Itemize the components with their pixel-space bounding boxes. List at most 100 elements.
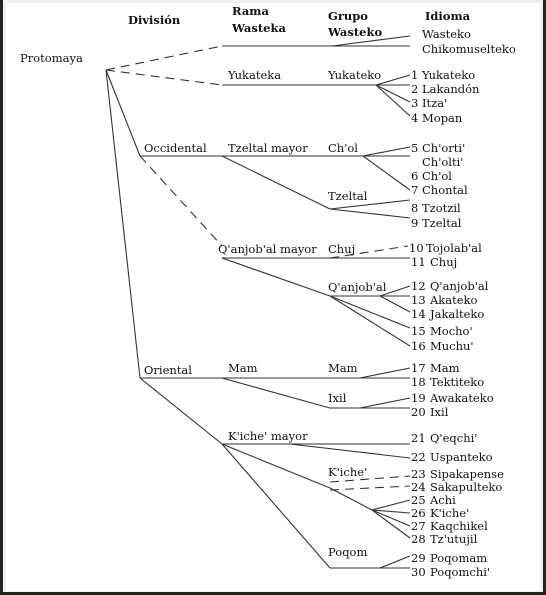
- language-number: 30: [411, 565, 426, 579]
- edge-lang-24: [329, 485, 411, 491]
- edge-lang-29: [379, 555, 411, 569]
- language-name: Tektiteko: [430, 375, 484, 389]
- rama-tzeltal-mayor: Tzeltal mayor: [228, 141, 308, 155]
- edge-root-occidental: [105, 69, 141, 157]
- grupo-ixil: Ixil: [328, 391, 347, 405]
- edge-lang-26: [371, 509, 411, 514]
- grupo-kiche: K'iche': [328, 465, 367, 479]
- edge-tzeltal-mayor-tzeltal: [221, 155, 331, 210]
- rama-kiche-mayor: K'iche' mayor: [228, 429, 308, 443]
- grupo-qanjobal: Q'anjob'al: [328, 280, 387, 294]
- edge-lang-4: [375, 84, 411, 117]
- grupo-poqom: Poqom: [328, 545, 367, 559]
- language-number: 2: [411, 82, 418, 96]
- language-number: 29: [411, 551, 426, 565]
- edge-wasteko: [331, 35, 411, 47]
- edge-lang-23: [329, 475, 411, 483]
- language-number: 12: [411, 279, 426, 293]
- edge-oriental-kiche-mayor: [139, 377, 223, 445]
- language-name: Poqomchi': [430, 565, 490, 579]
- header-grupo-line1: Grupo: [328, 9, 368, 23]
- header-idioma: Idioma: [425, 9, 471, 23]
- language-name: Q'anjob'al: [430, 279, 489, 293]
- grupo-tzeltal: Tzeltal: [328, 189, 368, 203]
- language-name: Ch'ol: [422, 169, 452, 183]
- language-name: Itza': [422, 96, 447, 110]
- edge-occidental-qanjobal-mayor: [139, 155, 223, 247]
- language-name: Ch'orti': [422, 141, 465, 155]
- language-number: 7: [411, 183, 418, 197]
- language-name: Uspanteko: [430, 450, 493, 464]
- language-number: 22: [411, 450, 426, 464]
- window-border-right: [543, 0, 546, 595]
- edge-qanjobal-mayor-qanjobal: [221, 257, 331, 297]
- language-number: 1: [411, 68, 418, 82]
- language-name: K'iche': [430, 506, 469, 520]
- grupo-mam: Mam: [328, 361, 358, 375]
- edge-lang-14: [379, 295, 411, 313]
- edge-lang-19: [359, 397, 411, 409]
- language-chikomuselteko: Chikomuselteko: [422, 42, 516, 56]
- language-name: Achi: [429, 493, 456, 507]
- language-name: Sipakapense: [430, 467, 504, 481]
- edge-lang-8: [329, 199, 411, 210]
- edge-kiche-mayor-poqom: [221, 443, 331, 569]
- edge-mam-ixil: [221, 377, 331, 409]
- language-number: 23: [411, 467, 426, 481]
- language-number: 19: [411, 391, 426, 405]
- edge-root-wasteka: [105, 45, 223, 71]
- edge-root-yukateka: [105, 69, 223, 86]
- language-name: Chuj: [430, 255, 457, 269]
- edge-tzeltal-bar: [329, 208, 411, 219]
- window-border-left: [0, 0, 3, 595]
- node-labels: Protomaya Occidental Oriental Yukateka T…: [20, 51, 387, 559]
- language-number: 3: [411, 96, 418, 110]
- language-number: 25: [411, 493, 426, 507]
- language-name: Q'eqchi': [430, 431, 477, 445]
- language-name: Kaqchikel: [430, 519, 488, 533]
- language-name: Tzeltal: [422, 216, 462, 230]
- division-oriental: Oriental: [144, 363, 192, 377]
- rama-yukateka: Yukateka: [227, 68, 281, 82]
- tree-edges: [105, 35, 411, 569]
- language-number: 6: [411, 169, 418, 183]
- language-name: Jakalteko: [429, 307, 484, 321]
- edge-lang-5: [362, 146, 411, 157]
- language-number: 18: [411, 375, 426, 389]
- language-number: 5: [411, 141, 418, 155]
- language-number: 26: [411, 506, 426, 520]
- edge-lang-10: [329, 245, 409, 259]
- language-name: Yukateko: [421, 68, 475, 82]
- language-list: Wasteko Chikomuselteko 1 Yukateko 2 Laka…: [409, 27, 516, 579]
- diagram-sheet: [6, 3, 540, 591]
- language-name: Mopan: [422, 111, 463, 125]
- language-number: 10: [409, 241, 424, 255]
- edge-lang-25: [371, 499, 411, 511]
- language-number: 24: [411, 480, 426, 494]
- language-name: Tojolab'al: [426, 241, 482, 255]
- window-border-bottom: [0, 592, 546, 595]
- grupo-yukateko: Yukateko: [327, 68, 381, 82]
- language-number: 8: [411, 201, 418, 215]
- language-number: 16: [411, 339, 426, 353]
- language-number: 27: [411, 519, 426, 533]
- language-number: 17: [411, 361, 426, 375]
- language-number: 11: [411, 255, 426, 269]
- language-name: Mocho': [430, 324, 473, 338]
- edge-root-oriental: [105, 69, 141, 379]
- division-occidental: Occidental: [144, 141, 207, 155]
- edge-kiche-sub: [329, 487, 373, 511]
- edge-lang-7: [362, 155, 411, 191]
- language-number: 9: [411, 216, 418, 230]
- language-name: Awakateko: [429, 391, 494, 405]
- language-name: Ixil: [430, 405, 449, 419]
- edge-lang-16: [329, 295, 411, 347]
- language-name: Muchu': [430, 339, 474, 353]
- language-number: 13: [411, 293, 426, 307]
- edge-lang-12: [379, 285, 411, 297]
- edge-kiche-mayor-kiche: [221, 443, 331, 489]
- header-division: División: [128, 13, 181, 27]
- language-number: 14: [411, 307, 426, 321]
